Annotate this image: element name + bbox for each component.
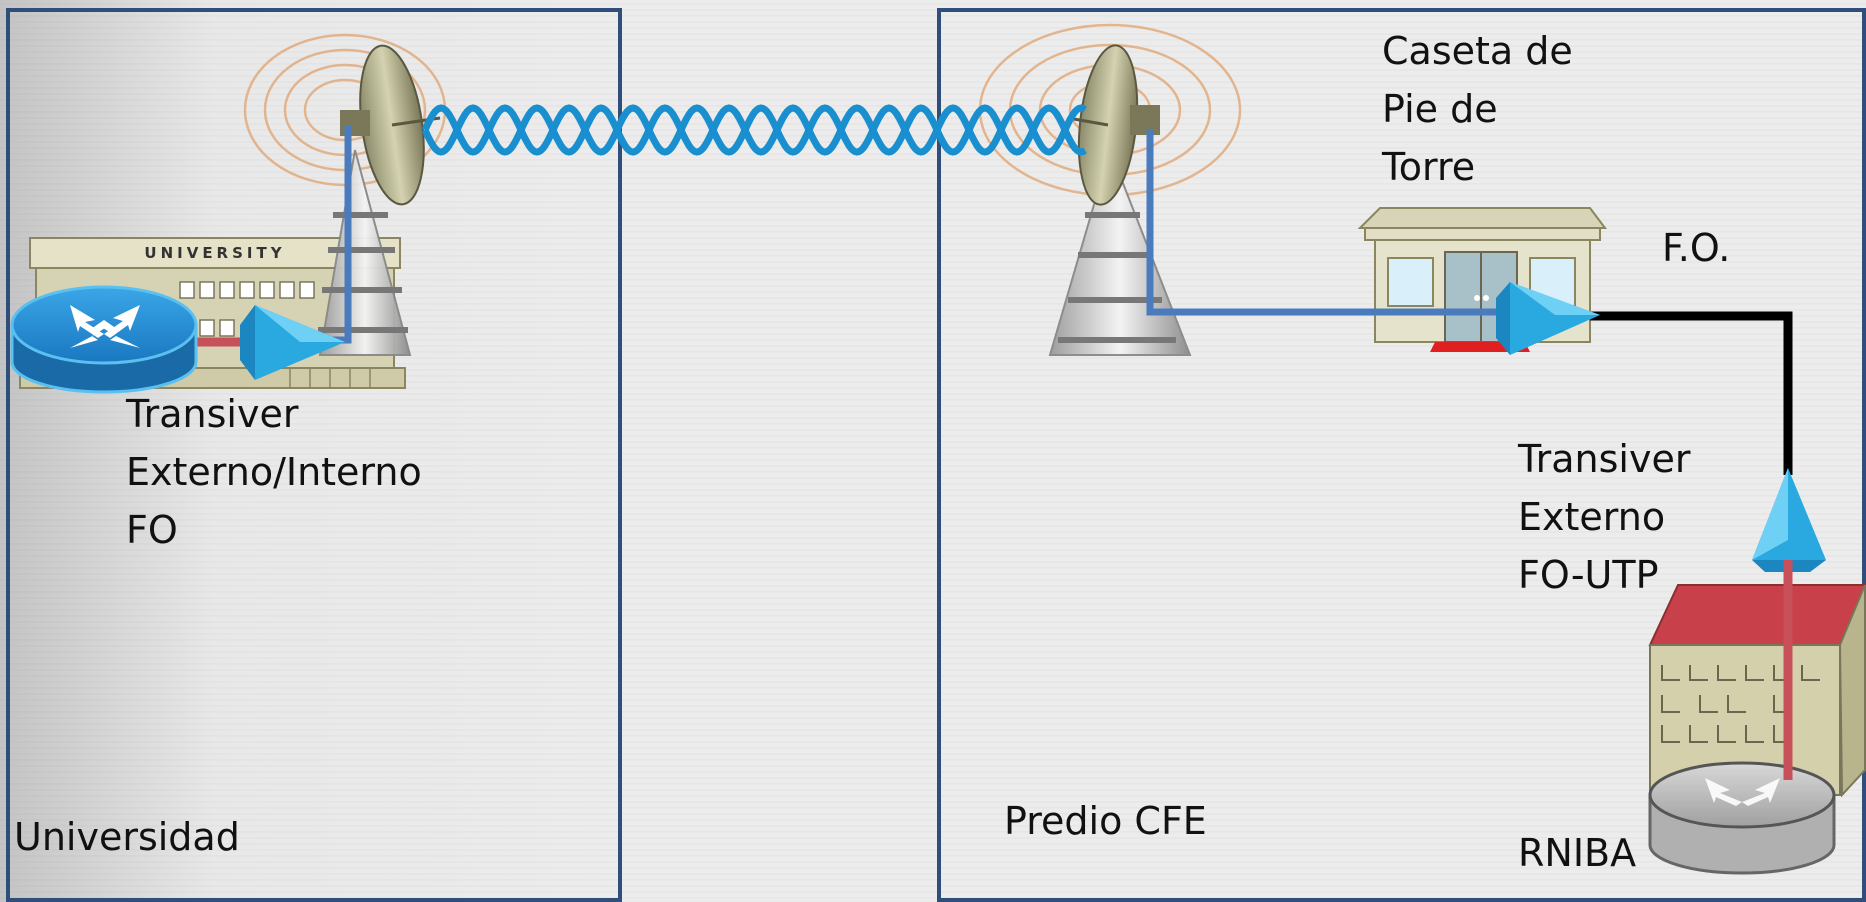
rniba-label: RNIBA [1518, 831, 1637, 875]
right-transceiver-label: Transiver Externo FO-UTP [1518, 437, 1691, 597]
right-coax-link [1146, 130, 1520, 316]
left-router-icon [10, 285, 198, 394]
predio-cfe-region-frame [937, 8, 1866, 902]
fiber-link [1590, 311, 1793, 475]
tower-hut-icon [1357, 207, 1607, 352]
left-transceiver-icon [240, 305, 345, 380]
left-tower-icon [243, 33, 447, 356]
tower-hut-label: Caseta de Pie de Torre [1382, 29, 1573, 189]
rniba-transceiver-icon [1752, 468, 1826, 572]
universidad-region-label: Universidad [14, 815, 240, 859]
universidad-region-frame [6, 8, 622, 902]
wireless-link [421, 104, 1087, 156]
hut-transceiver-icon [1496, 282, 1600, 355]
left-transceiver-label: Transiver Externo/Interno FO [126, 392, 422, 552]
right-dish-icon [1067, 44, 1160, 206]
predio-cfe-region-label: Predio CFE [1004, 799, 1207, 843]
left-region-shade [0, 0, 620, 902]
fiber-label: F.O. [1662, 226, 1731, 270]
rniba-router-icon [1648, 761, 1836, 875]
university-sign: UNIVERSITY [144, 244, 285, 262]
